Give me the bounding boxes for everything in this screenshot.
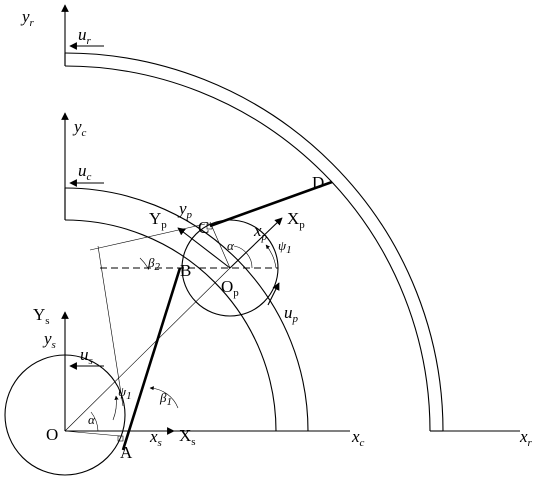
label-yr: yr	[20, 7, 35, 29]
label-xr: xr	[519, 427, 533, 449]
Xp-axis	[229, 217, 283, 269]
label-xc: xc	[351, 427, 365, 449]
label-xp: xp	[253, 221, 268, 243]
label-beta1: β1	[159, 390, 172, 408]
link-CD	[209, 180, 333, 228]
label-O: O	[46, 425, 58, 444]
label-up: up	[284, 303, 299, 325]
sun-gear-circle	[4, 354, 126, 476]
label-yc: yc	[72, 117, 87, 139]
label-Xs: Xs	[179, 426, 196, 448]
label-ys: ys	[42, 329, 56, 351]
axes	[61, 4, 520, 435]
label-Yp: Yp	[149, 209, 167, 231]
label-psi1-top: ψ1	[278, 238, 292, 256]
label-yp: yp	[177, 199, 193, 221]
label-D: D	[312, 173, 324, 192]
label-uc: uc	[78, 161, 92, 183]
label-xs: xs	[149, 427, 162, 449]
label-alpha-bot: α	[88, 412, 96, 427]
angle-arcs	[90, 244, 277, 432]
label-beta2: β2	[147, 255, 160, 273]
label-alpha-top: α	[227, 238, 235, 253]
label-A: A	[120, 443, 133, 462]
up-arrow	[267, 282, 280, 306]
label-us: us	[80, 345, 93, 367]
label-Ys: Ys	[33, 305, 50, 327]
links	[121, 180, 333, 451]
outer-ring	[64, 52, 444, 432]
middle-ring	[64, 187, 309, 432]
link-AB	[121, 267, 182, 451]
planet-frame	[177, 217, 283, 269]
velocity-arrows	[69, 42, 280, 370]
labels: yr ur yc uc D Yp yp C Xp xp α ψ1 β2 B Op…	[20, 7, 533, 462]
label-B: B	[180, 261, 191, 280]
label-Op: Op	[221, 277, 239, 299]
Yp-axis	[177, 227, 231, 269]
label-C: C	[198, 218, 209, 237]
label-psi1-bot: ψ1	[118, 384, 132, 402]
label-Xp: Xp	[287, 209, 305, 231]
label-ur: ur	[78, 25, 92, 47]
